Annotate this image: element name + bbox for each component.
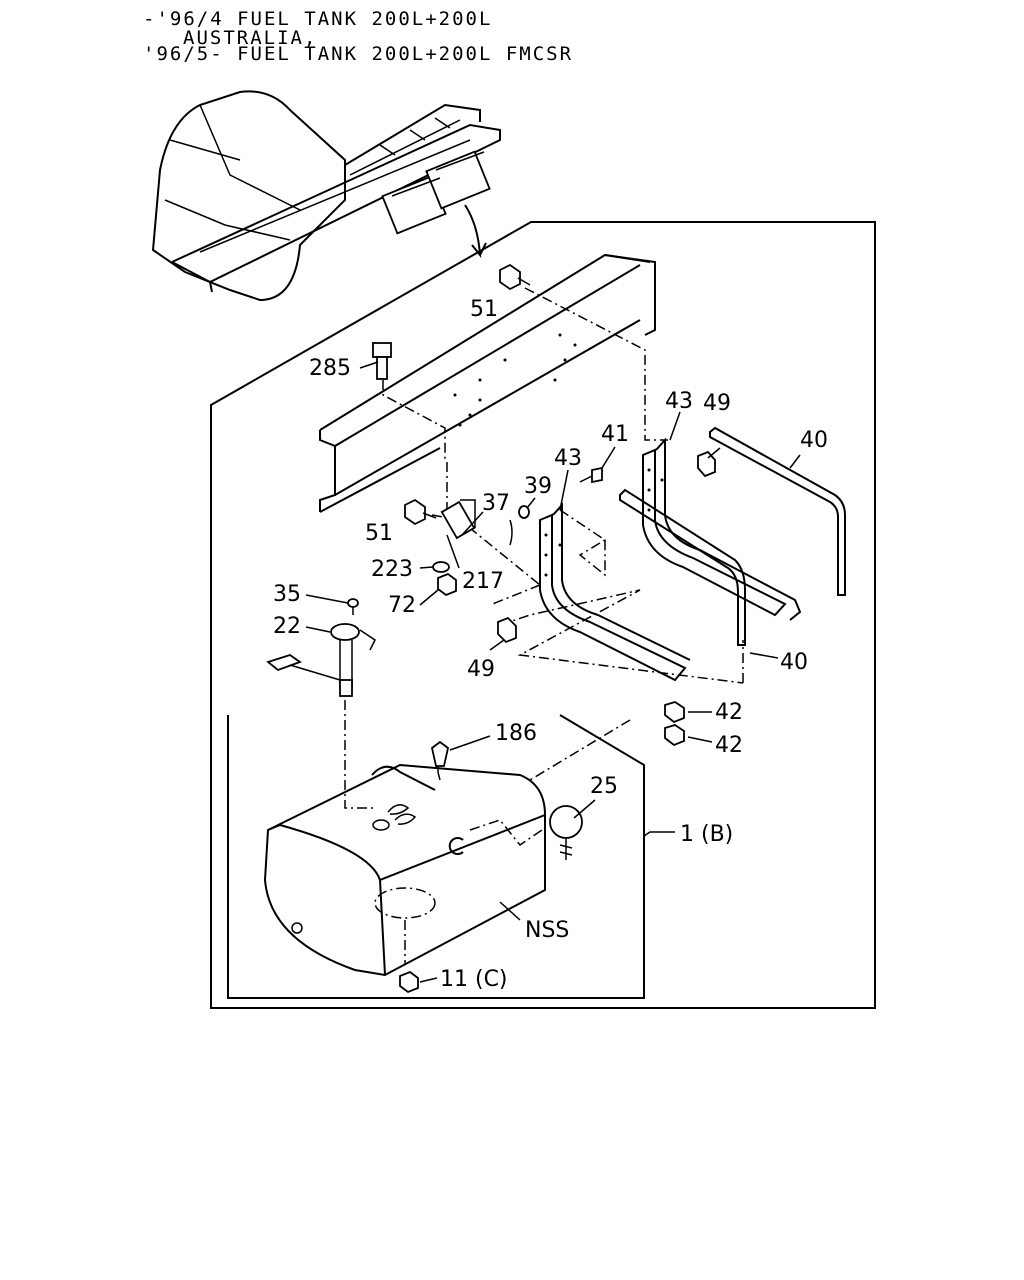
header-line-3: '96/5- FUEL TANK 200L+200L FMCSR <box>143 43 574 65</box>
frame-rail <box>319 253 656 513</box>
callout-41: 41 <box>601 422 629 447</box>
dashed-leaders <box>344 287 744 965</box>
callout-51-left: 51 <box>365 521 393 546</box>
callout-186: 186 <box>495 721 537 746</box>
callout-40-top: 40 <box>800 428 828 453</box>
hardware <box>266 263 716 994</box>
callout-223: 223 <box>371 557 413 582</box>
callout-51-top: 51 <box>470 297 498 322</box>
callout-43-left: 43 <box>554 446 582 471</box>
callout-nss: NSS <box>525 918 569 943</box>
callout-1b: 1 (B) <box>680 822 733 847</box>
assembly-frame <box>210 221 876 1009</box>
callout-leaders <box>305 361 801 983</box>
callout-35: 35 <box>273 582 301 607</box>
callout-217: 217 <box>462 569 504 594</box>
callout-285: 285 <box>309 356 351 381</box>
callout-49-top: 49 <box>703 391 731 416</box>
callout-39: 39 <box>524 474 552 499</box>
bolt-51-top <box>499 263 521 291</box>
callout-22: 22 <box>273 614 301 639</box>
callout-25: 25 <box>590 774 618 799</box>
callout-42-upper: 42 <box>715 700 743 725</box>
header-line-1: -'96/4 FUEL TANK 200L+200L <box>143 8 493 30</box>
callout-11c: 11 (C) <box>440 967 508 992</box>
callout-42-lower: 42 <box>715 733 743 758</box>
header-line-2: AUSTRALIA, <box>183 27 318 49</box>
callout-37: 37 <box>482 491 510 516</box>
callout-72: 72 <box>388 593 416 618</box>
callout-49-bottom: 49 <box>467 657 495 682</box>
truck-overview-illustration <box>151 90 501 302</box>
fuel-tank <box>263 763 546 977</box>
tank-subassembly-frame <box>227 714 645 999</box>
tank-brackets <box>440 426 846 682</box>
callout-40-bottom: 40 <box>780 650 808 675</box>
callout-43-right: 43 <box>665 389 693 414</box>
